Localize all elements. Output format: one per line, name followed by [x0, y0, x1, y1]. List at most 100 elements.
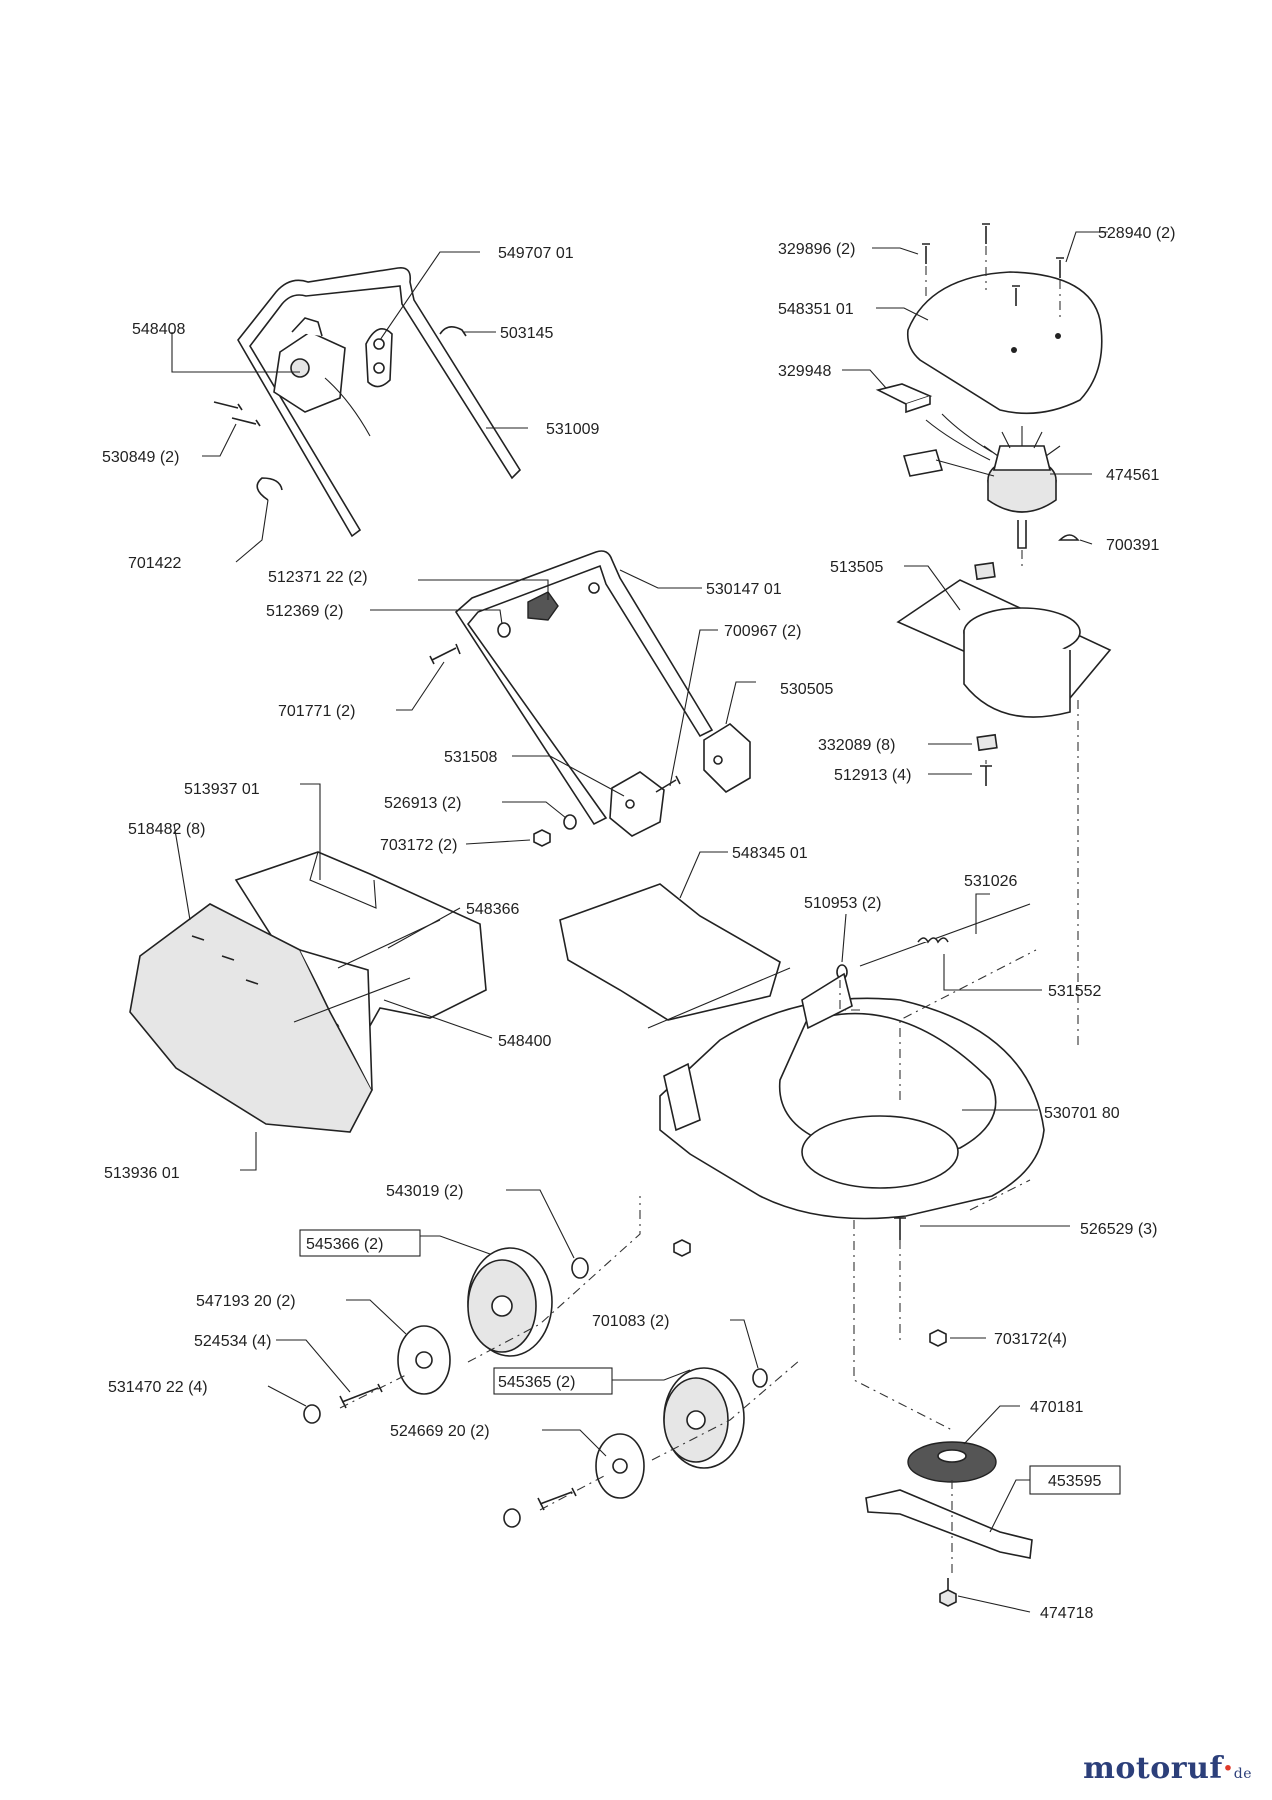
label-531470: 531470 22 (4): [108, 1379, 208, 1396]
washer-701083: [752, 1368, 768, 1388]
screw-512913: [980, 765, 992, 786]
label-701771: 701771 (2): [278, 703, 355, 720]
screws-530849: [213, 401, 261, 427]
label-700967: 700967 (2): [724, 623, 801, 640]
label-503145: 503145: [500, 325, 553, 342]
motor-cover-548351: [906, 271, 1103, 415]
label-701422: 701422: [128, 555, 181, 572]
label-549707: 549707 01: [498, 245, 574, 262]
label-545366: 545366 (2): [306, 1236, 383, 1253]
clip-503145: [439, 326, 467, 337]
nut-703172-upper: [533, 829, 551, 847]
label-548408: 548408: [132, 321, 185, 338]
nut-332089: [976, 733, 998, 752]
screws-528940: [1012, 257, 1064, 306]
label-329948: 329948: [778, 363, 831, 380]
label-531026: 531026: [964, 873, 1017, 890]
label-701083: 701083 (2): [592, 1313, 669, 1330]
logo-tld: de: [1233, 1766, 1252, 1782]
label-524669: 524669 20 (2): [390, 1423, 490, 1440]
label-531508: 531508: [444, 749, 497, 766]
label-524534: 524534 (4): [194, 1333, 271, 1350]
hubcap-547193: [397, 1325, 451, 1395]
label-box-545366: [299, 1229, 421, 1257]
label-453595: 453595: [1048, 1473, 1101, 1490]
label-526913: 526913 (2): [384, 795, 461, 812]
lower-handle-530147: [454, 550, 714, 826]
label-547193: 547193 20 (2): [196, 1293, 296, 1310]
label-513937: 513937 01: [184, 781, 260, 798]
label-548351: 548351 01: [778, 301, 854, 318]
nut-703172-lower: [929, 1329, 947, 1347]
bolt-700967: [655, 775, 681, 793]
label-box-545365: [493, 1367, 613, 1395]
washer-543019: [571, 1257, 589, 1279]
logo-dot: ·: [1222, 1751, 1234, 1786]
label-512369: 512369 (2): [266, 603, 343, 620]
switch-box-548408: [273, 317, 371, 437]
grass-bag-513936: [129, 903, 373, 1133]
fan-470181: [907, 1441, 997, 1483]
rod-548400: [293, 977, 411, 1023]
label-548366: 548366: [466, 901, 519, 918]
spring-531552: [917, 937, 949, 944]
clip-701422: [256, 477, 283, 501]
screws-518482: [191, 935, 259, 985]
cap-front: [503, 1508, 521, 1528]
motor-474561: [902, 413, 1061, 549]
bolt-526529: [894, 1217, 906, 1240]
bolt-front: [537, 1487, 577, 1511]
label-513505: 513505: [830, 559, 883, 576]
label-531552: 531552: [1048, 983, 1101, 1000]
knob-512371: [527, 591, 559, 621]
label-474561: 474561: [1106, 467, 1159, 484]
label-528940: 528940 (2): [1098, 225, 1175, 242]
bracket-530505: [703, 723, 751, 794]
screws-329896: [922, 223, 990, 264]
nut-deck: [673, 1239, 691, 1257]
label-530849: 530849 (2): [102, 449, 179, 466]
blade-453595: [865, 1489, 1033, 1559]
cable-clip-549707: [365, 328, 393, 388]
label-box-453595: [1029, 1465, 1121, 1495]
washer-526913: [563, 814, 577, 830]
label-332089: 332089 (8): [818, 737, 895, 754]
label-543019: 543019 (2): [386, 1183, 463, 1200]
label-513936: 513936 01: [104, 1165, 180, 1182]
label-545365: 545365 (2): [498, 1374, 575, 1391]
label-329896: 329896 (2): [778, 241, 855, 258]
label-530147: 530147 01: [706, 581, 782, 598]
label-518482: 518482 (8): [128, 821, 205, 838]
label-512371: 512371 22 (2): [268, 569, 368, 586]
washer-512369: [497, 622, 511, 638]
bracket-531508: [609, 771, 665, 837]
label-703172-lower: 703172(4): [994, 1331, 1067, 1348]
logo-name: motoruf: [1083, 1751, 1223, 1786]
assembly-lines: [339, 246, 1079, 1576]
rear-flap-548345: [559, 883, 791, 1029]
bolt-474718: [939, 1578, 957, 1607]
label-531009: 531009: [546, 421, 599, 438]
motoruf-logo: motoruf·de: [1083, 1751, 1252, 1786]
leader-lines: [171, 231, 1108, 1613]
label-474718: 474718: [1040, 1605, 1093, 1622]
hubcap-524669: [595, 1433, 645, 1499]
bolt-701771: [429, 643, 461, 665]
label-470181: 470181: [1030, 1399, 1083, 1416]
motor-plate-513505: [896, 561, 1112, 718]
label-548345: 548345 01: [732, 845, 808, 862]
cap-531470: [303, 1404, 321, 1424]
upper-handle-531009: [237, 266, 522, 538]
label-510953: 510953 (2): [804, 895, 881, 912]
label-530505: 530505: [780, 681, 833, 698]
label-703172-upper: 703172 (2): [380, 837, 457, 854]
cap-700391: [1058, 534, 1080, 541]
label-700391: 700391: [1106, 537, 1159, 554]
label-526529: 526529 (3): [1080, 1221, 1157, 1238]
label-530701: 530701 80: [1044, 1105, 1120, 1122]
axle-531026: [859, 903, 1031, 967]
connector-329948: [875, 383, 933, 414]
label-548400: 548400: [498, 1033, 551, 1050]
label-512913: 512913 (4): [834, 767, 911, 784]
